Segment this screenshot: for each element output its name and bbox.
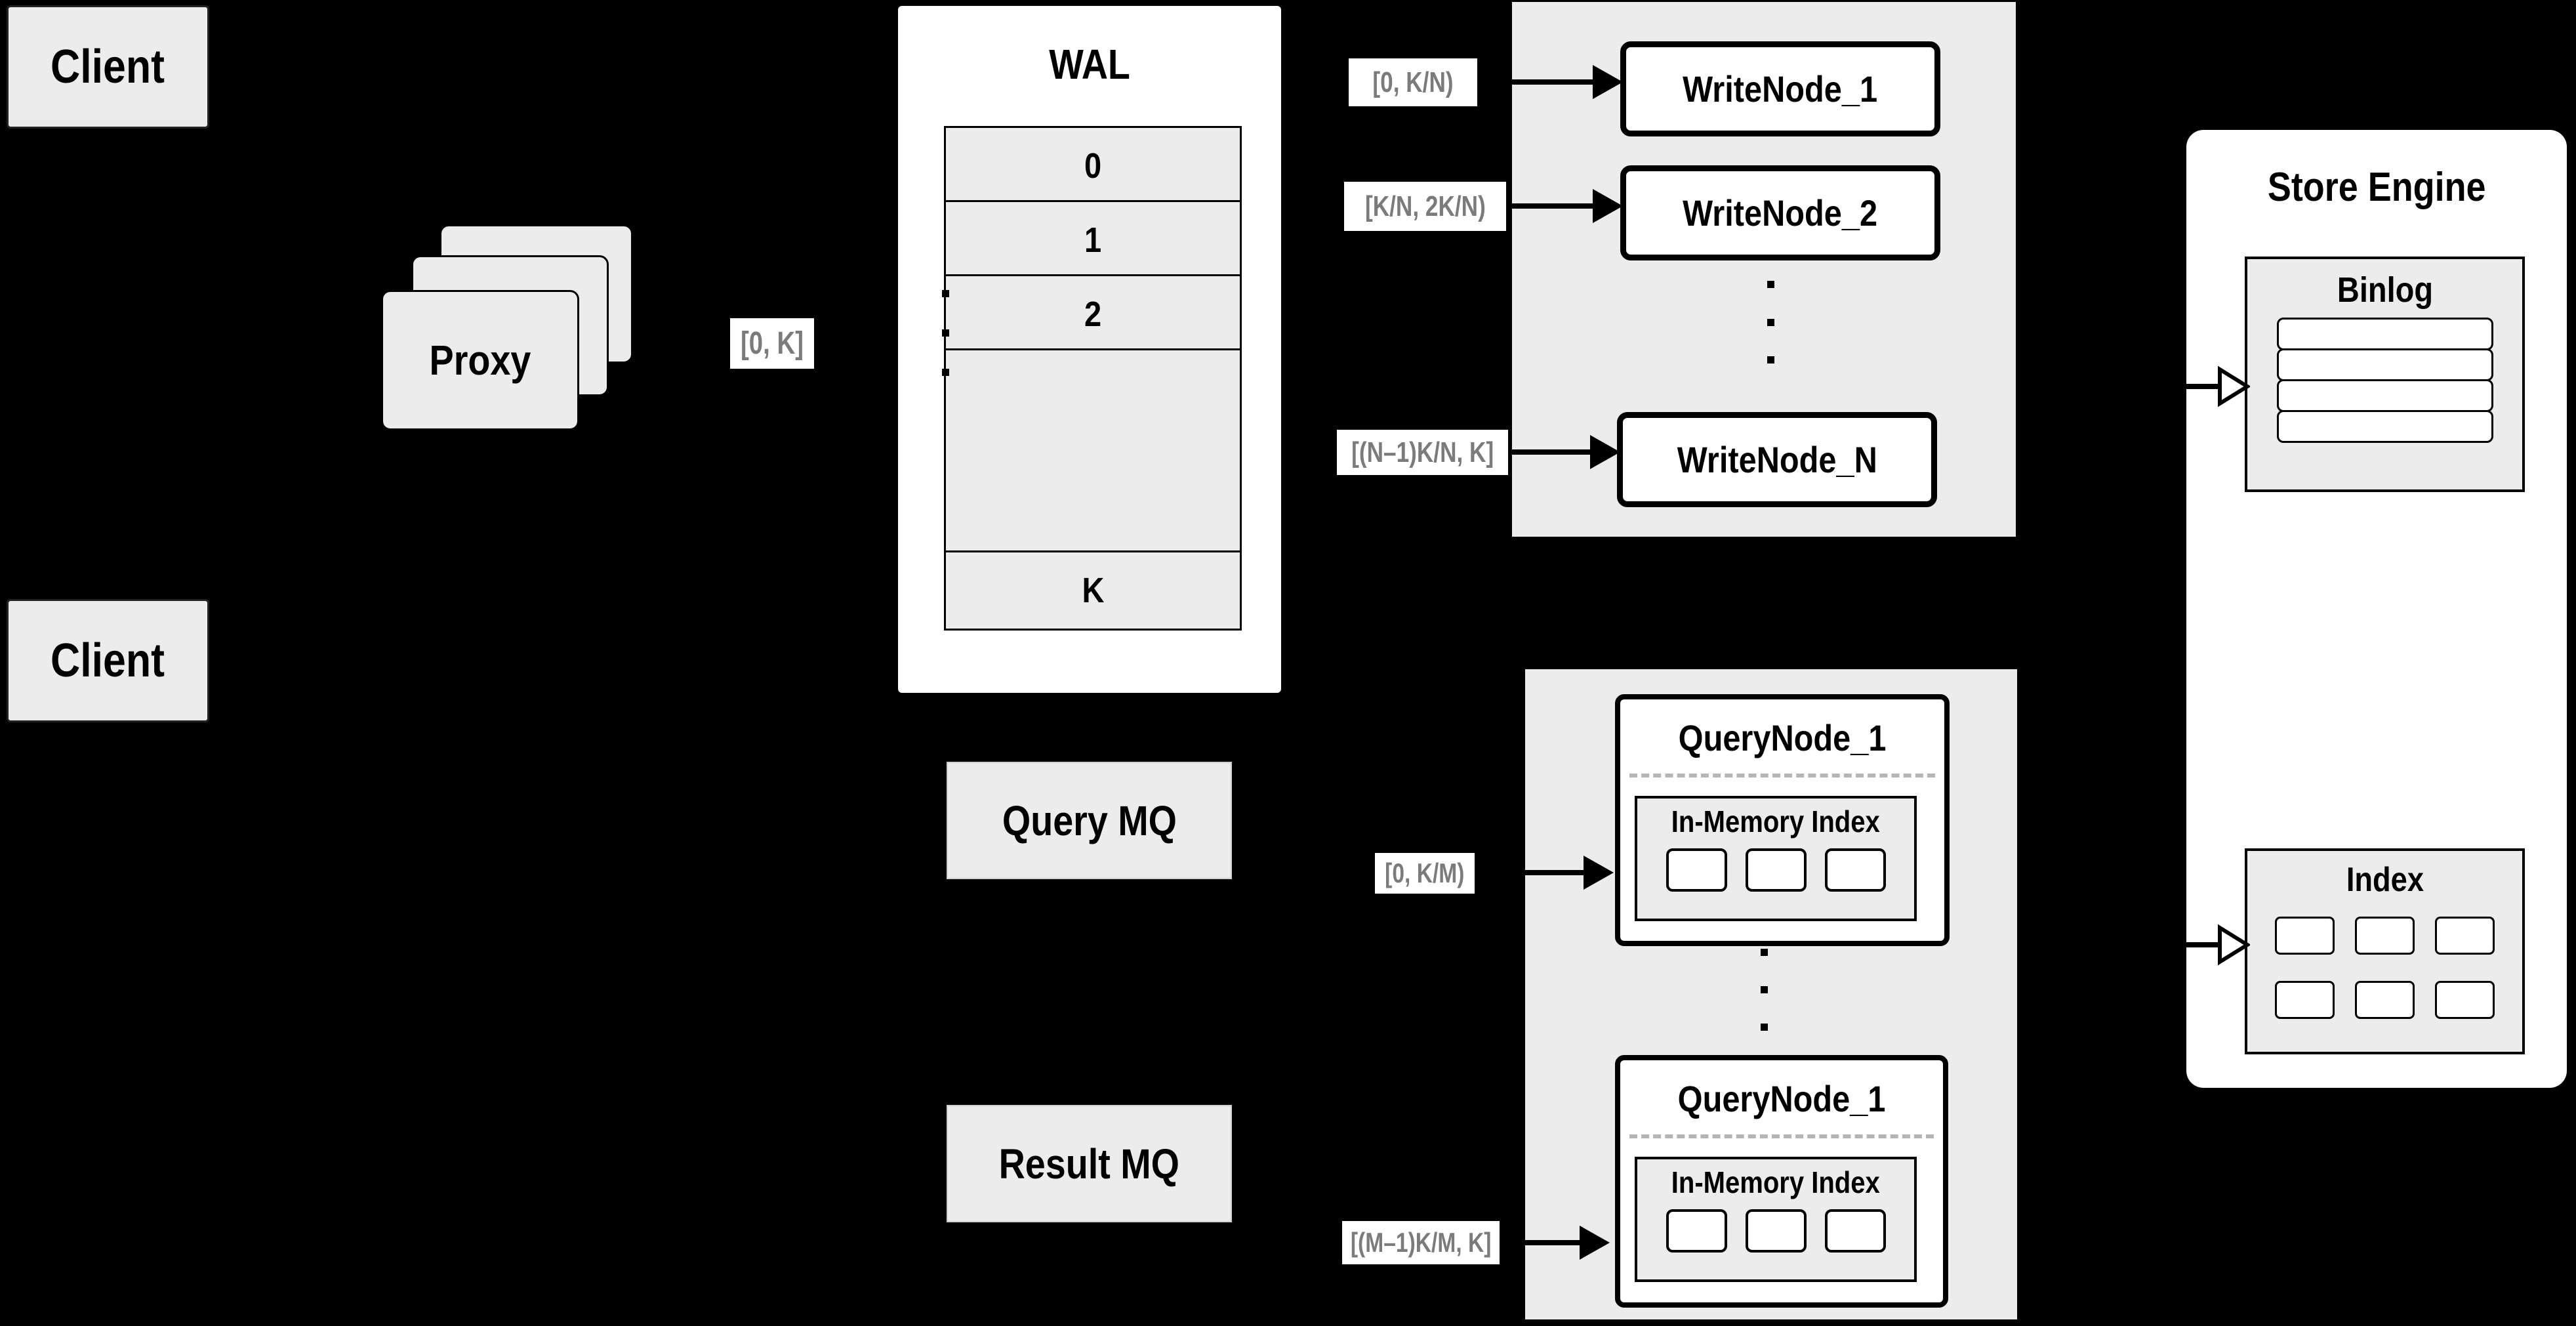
query-node-top: QueryNode_1 In-Memory Index [1615, 694, 1950, 946]
in-memory-index-title: In-Memory Index [1671, 1165, 1880, 1199]
write-node-2: WriteNode_2 [1620, 165, 1940, 260]
arrow-right-icon [1593, 189, 1623, 223]
index-cell [2275, 917, 2335, 955]
index-cell [2435, 917, 2495, 955]
arrow-right-icon [1593, 65, 1623, 99]
result-mq-label: Result MQ [998, 1140, 1180, 1188]
query-node-title: QueryNode_1 [1677, 1078, 1886, 1119]
binlog-title: Binlog [2337, 270, 2433, 310]
index-cell [2435, 981, 2495, 1019]
in-memory-index-title: In-Memory Index [1671, 804, 1880, 839]
open-arrow-right-icon [2158, 365, 2250, 407]
query-mq-label: Query MQ [1002, 797, 1177, 844]
range-label-write-1: [0, K/N) [1349, 58, 1477, 106]
range-label-query-m: [(M–1)K/M, K] [1342, 1221, 1500, 1264]
wal-title: WAL [1049, 41, 1130, 88]
query-node-bottom: QueryNode_1 In-Memory Index [1615, 1055, 1948, 1308]
range-label-text: [(N–1)K/N, K] [1351, 436, 1494, 468]
index-panel: Index [2245, 848, 2525, 1054]
dashed-divider [1629, 774, 1935, 777]
store-engine-panel: Store Engine Binlog Index [2186, 130, 2567, 1088]
client-label: Client [51, 634, 165, 687]
range-label-proxy-to-wal: [0, K] [730, 318, 814, 369]
memory-segment-cell [1666, 1209, 1727, 1253]
write-node-n: WriteNode_N [1617, 412, 1937, 507]
memory-segment-cell [1745, 848, 1807, 892]
wal-segment-2: 2 [944, 274, 1242, 354]
memory-segment-cell [1666, 848, 1727, 892]
wal-segment-gap [942, 290, 1242, 556]
index-cell [2355, 917, 2415, 955]
index-cell [2275, 981, 2335, 1019]
in-memory-index-panel: In-Memory Index [1635, 796, 1917, 921]
wal-segment-1: 1 [944, 200, 1242, 280]
dashed-divider [1629, 1134, 1934, 1138]
result-mq-box: Result MQ [947, 1105, 1232, 1222]
binlog-row [2276, 410, 2493, 443]
index-title: Index [2346, 861, 2424, 899]
memory-segment-cell [1824, 848, 1886, 892]
binlog-row [2276, 348, 2493, 381]
memory-segment-cell [1824, 1209, 1886, 1253]
memory-segment-cell [1745, 1209, 1807, 1253]
range-label-text: [K/N, 2K/N) [1364, 190, 1486, 222]
range-label-write-2: [K/N, 2K/N) [1344, 182, 1506, 231]
arrow-line [1509, 449, 1593, 455]
write-node-1: WriteNode_1 [1620, 41, 1940, 136]
arrow-line [1501, 1240, 1581, 1245]
arrow-right-icon [1580, 1226, 1610, 1260]
open-arrow-right-icon [2158, 924, 2250, 966]
wal-segment-0: 0 [944, 126, 1242, 206]
client-label: Client [51, 41, 165, 93]
client-box-top: Client [7, 5, 209, 129]
query-mq-box: Query MQ [947, 762, 1232, 879]
arrow-line [1507, 203, 1594, 209]
arrow-line [1476, 870, 1585, 875]
arrow-right-icon [1590, 435, 1620, 469]
wal-segment-k: K [944, 550, 1242, 631]
in-memory-index-panel: In-Memory Index [1635, 1157, 1917, 1282]
client-box-bottom: Client [7, 599, 209, 722]
range-label-text: [0, K] [741, 326, 804, 361]
proxy-front-card: Proxy [381, 290, 579, 430]
arrow-line [1479, 79, 1594, 85]
range-label-text: [0, K/N) [1372, 66, 1454, 98]
arrow-right-icon [1584, 856, 1614, 890]
binlog-row [2276, 318, 2493, 350]
binlog-panel: Binlog [2245, 257, 2525, 492]
index-cell [2355, 981, 2415, 1019]
range-label-write-n: [(N–1)K/N, K] [1337, 430, 1508, 475]
range-label-query-1: [0, K/M) [1375, 853, 1475, 894]
store-engine-title: Store Engine [2267, 165, 2486, 210]
binlog-row [2276, 379, 2493, 412]
proxy-label: Proxy [429, 337, 531, 384]
wal-panel: WAL 0 1 2 K [895, 3, 1284, 695]
range-label-text: [(M–1)K/M, K] [1350, 1227, 1492, 1258]
query-node-title: QueryNode_1 [1678, 717, 1887, 758]
range-label-text: [0, K/M) [1385, 858, 1465, 888]
